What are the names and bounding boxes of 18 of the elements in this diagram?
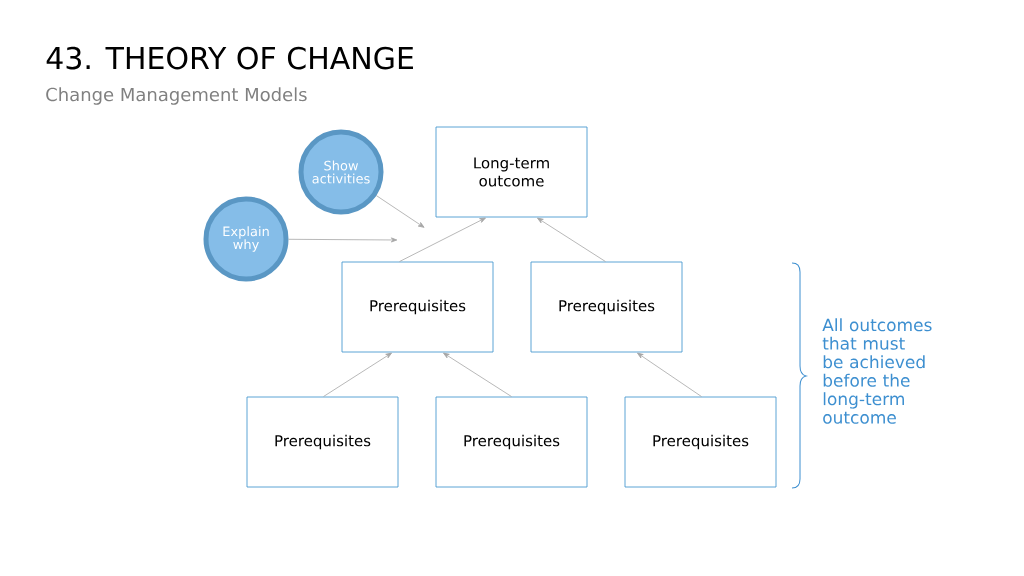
arrow [399, 217, 486, 262]
bubble: Explain why [203, 196, 289, 282]
brace-note: All outcomes that must be achieved before the long-term outcome [822, 318, 932, 424]
arrow [375, 195, 425, 228]
process-box: Prerequisites [624, 396, 777, 488]
process-box: Prerequisites [530, 261, 683, 353]
arrow [537, 217, 606, 262]
process-box: Prerequisites [341, 261, 494, 353]
arrow [443, 352, 512, 397]
bubble: Show activities [298, 129, 384, 215]
process-box: Prerequisites [435, 396, 588, 488]
arrow [637, 352, 702, 397]
arrow [288, 237, 398, 243]
title: 43. THEORY OF CHANGE [46, 46, 413, 70]
process-box: Prerequisites [246, 396, 399, 488]
process-box: Long-term outcome [435, 126, 588, 218]
subtitle: Change Management Models [46, 87, 307, 105]
arrow [323, 352, 392, 397]
